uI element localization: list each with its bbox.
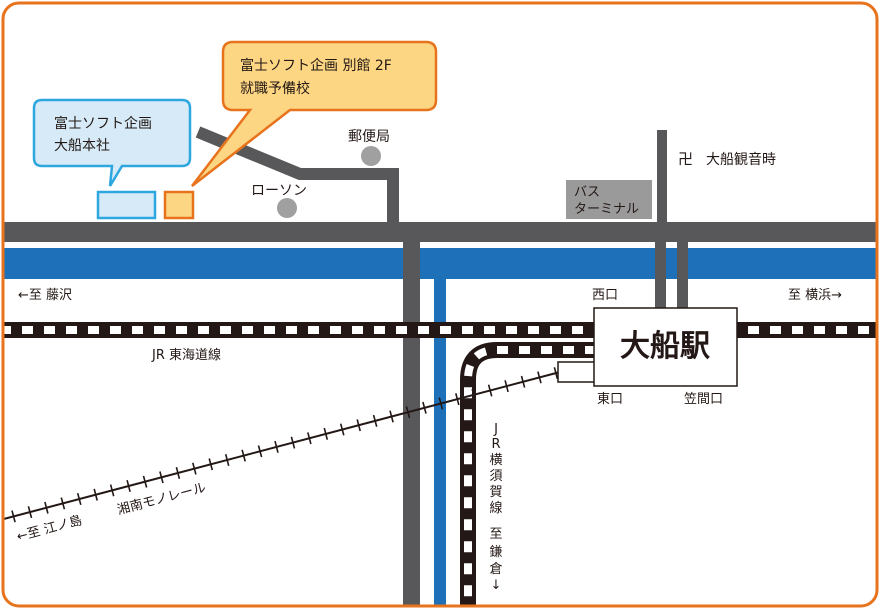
- monorail-tick: [455, 393, 460, 406]
- to-fujisawa-label: ←至 藤沢: [18, 288, 72, 303]
- monorail-tick: [274, 440, 279, 453]
- side-road: [195, 126, 399, 222]
- monorail-tick: [389, 410, 394, 423]
- monorail-tick: [553, 367, 559, 380]
- station-name: 大船駅: [620, 329, 710, 364]
- kamakura-char: 至: [489, 527, 502, 542]
- to-yokohama-label: 至 横浜→: [788, 288, 842, 303]
- post-office-marker[interactable]: [361, 146, 381, 166]
- annex-name: 富士ソフト企画 別館 2F: [240, 57, 392, 74]
- monorail-tick: [159, 471, 164, 484]
- annex-marker[interactable]: [163, 190, 195, 220]
- monorail-tick: [241, 449, 246, 462]
- monorail-tick: [109, 484, 115, 497]
- annex-callout: [191, 40, 438, 187]
- bus-terminal-label-1: バス: [574, 185, 600, 200]
- monorail-tick: [93, 488, 98, 501]
- monorail-tick: [27, 506, 33, 519]
- monorail-tick: [192, 462, 197, 475]
- main-office-branch: 大船本社: [54, 138, 110, 154]
- yokosuka-char: R: [491, 437, 500, 452]
- monorail-tick: [372, 414, 378, 427]
- monorail-ticks: [11, 367, 559, 523]
- monorail-tick: [307, 432, 312, 445]
- main-road-vertical: [403, 222, 420, 606]
- monorail-tick: [471, 388, 477, 401]
- lawson-marker[interactable]: [277, 198, 297, 218]
- monorail-tick: [224, 453, 230, 467]
- monorail-tick: [405, 406, 411, 419]
- kamakura-char: ↓: [491, 578, 502, 593]
- monorail-tick: [175, 466, 181, 480]
- temple-symbol-icon: 卍: [678, 150, 693, 168]
- main-office-marker[interactable]: [96, 190, 157, 220]
- yokosuka-char: 賀: [489, 485, 502, 500]
- monorail-tick: [76, 492, 82, 506]
- lawson-label: ローソン: [251, 183, 307, 199]
- monorail-tick: [504, 380, 509, 393]
- monorail-tick: [323, 427, 329, 440]
- yokosuka-char: 須: [489, 469, 502, 484]
- kamakura-char: 倉: [489, 562, 502, 577]
- monorail-tick: [60, 497, 66, 510]
- monorail-tick: [257, 445, 263, 458]
- monorail-tick: [126, 479, 131, 493]
- east-exit-label: 東口: [597, 391, 623, 407]
- station-building: [593, 307, 738, 387]
- shonan-monorail-line: [3, 371, 561, 521]
- temple-label: 大船観音時: [706, 151, 776, 168]
- west-exit-road-1: [655, 235, 666, 308]
- yokosuka-line: [460, 342, 596, 606]
- monorail-tick: [208, 458, 214, 471]
- yokosuka-char: J: [493, 422, 498, 437]
- bus-terminal-box[interactable]: [566, 180, 652, 219]
- river-vertical: [434, 248, 446, 606]
- kamakura-char: 鎌: [489, 545, 502, 560]
- monorail-tick: [339, 423, 345, 436]
- annex-school: 就職予備校: [240, 80, 310, 97]
- yokosuka-char: 線: [489, 500, 502, 516]
- post-office-label: 郵便局: [348, 129, 390, 145]
- monorail-tick: [290, 436, 296, 449]
- monorail-tick: [520, 375, 526, 388]
- main-road-horizontal: [3, 222, 877, 242]
- monorail-tick: [438, 397, 444, 410]
- yokosuka-char: 横: [489, 453, 502, 468]
- temple-road: [657, 130, 667, 224]
- monorail-tick: [537, 371, 542, 384]
- main-office-callout: [32, 98, 192, 187]
- monorail-tick: [44, 501, 49, 514]
- to-enoshima-label: ←至 江ノ島: [15, 513, 84, 545]
- west-exit-road-2: [677, 235, 688, 308]
- to-kamakura-label: 至 鎌 倉 ↓: [489, 527, 502, 593]
- monorail-tick: [11, 510, 16, 523]
- bus-terminal-label-2: ターミナル: [574, 202, 639, 217]
- main-office-name: 富士ソフト企画: [54, 115, 152, 132]
- yokosuka-line-label: J R 横 須 賀 線: [489, 422, 502, 516]
- monorail-tick: [142, 475, 148, 488]
- monorail-tick: [487, 384, 493, 397]
- kasama-exit-label: 笠間口: [684, 392, 723, 407]
- monorail-tick: [356, 419, 361, 432]
- tokaido-line-label: JR 東海道線: [151, 347, 221, 363]
- west-exit-label: 西口: [592, 288, 618, 303]
- monorail-tick: [422, 401, 427, 414]
